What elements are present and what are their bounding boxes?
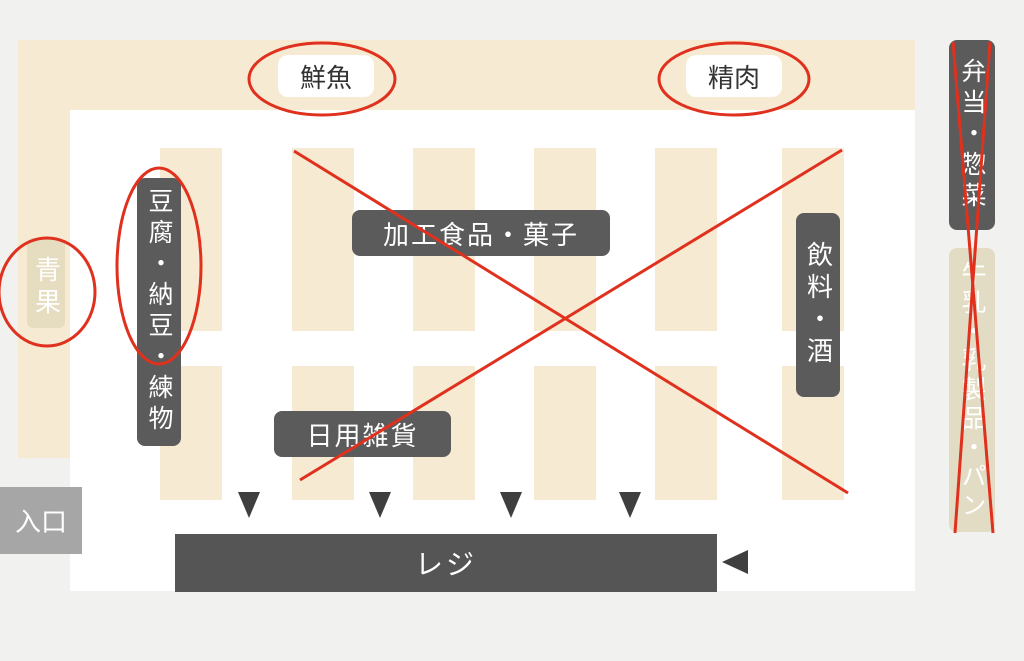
bento-sozai-label: 弁当・惣菜 xyxy=(949,40,995,230)
arrow-left-icon xyxy=(722,550,748,574)
arrow-down-icon xyxy=(238,492,260,518)
produce-label: 青果 xyxy=(30,256,61,320)
tofu-natto-nerimono-label: 豆腐・納豆・練物 xyxy=(137,178,181,446)
arrow-down-icon xyxy=(369,492,391,518)
shelf xyxy=(292,148,354,331)
arrow-down-icon xyxy=(500,492,522,518)
daily-goods-label: 日用雑貨 xyxy=(274,411,451,457)
beverages-alcohol-label: 飲料・酒 xyxy=(796,213,840,397)
shelf xyxy=(655,366,717,500)
dairy-bread-label: 牛乳・乳製品・パン xyxy=(949,248,995,532)
shelf xyxy=(534,366,596,500)
processed-food-snacks-label: 加工食品・菓子 xyxy=(352,210,610,256)
shelf xyxy=(655,148,717,331)
fresh-fish-label: 鮮魚 xyxy=(278,55,374,97)
meat-label: 精肉 xyxy=(686,55,782,97)
arrow-down-icon xyxy=(619,492,641,518)
checkout-counter: レジ xyxy=(175,534,717,592)
entrance-label: 入口 xyxy=(0,487,82,554)
